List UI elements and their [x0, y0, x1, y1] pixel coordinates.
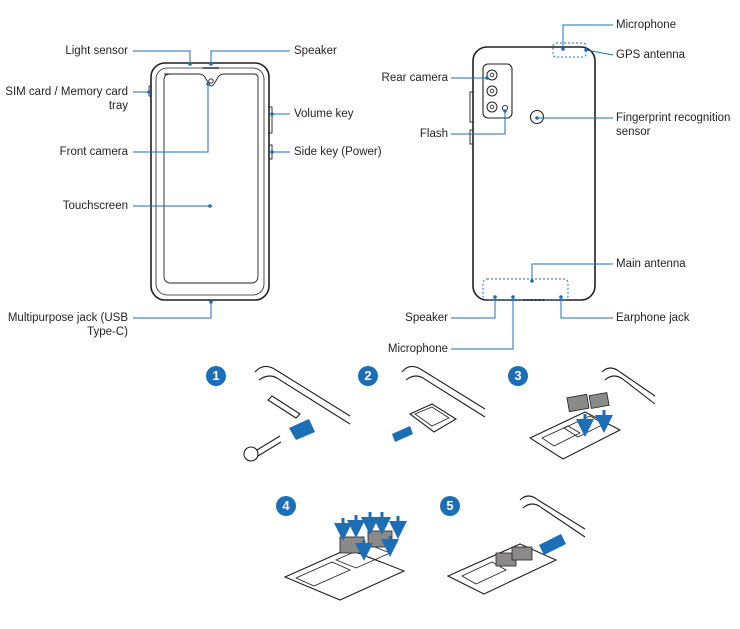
step-badge-4: 4	[276, 496, 296, 516]
front-callout-dots	[147, 62, 274, 304]
label-rear-camera: Rear camera	[381, 72, 448, 84]
label-multipurpose-jack: Multipurpose jack (USB Type-C)	[8, 311, 128, 339]
label-gps-antenna: GPS antenna	[616, 49, 686, 61]
label-sim-tray-line1: SIM card / Memory card	[5, 86, 128, 98]
back-phone	[469, 46, 596, 301]
label-back-speaker: Speaker	[405, 312, 448, 324]
step-badge-2: 2	[358, 366, 378, 386]
label-multipurpose-jack-line1: Multipurpose jack (USB	[7, 312, 128, 324]
step-1-illustration	[243, 365, 351, 462]
step-badge-1: 1	[206, 366, 226, 386]
step-badge-5: 5	[440, 496, 460, 516]
label-touchscreen: Touchscreen	[62, 200, 128, 212]
label-earphone-jack: Earphone jack	[616, 312, 690, 324]
label-sim-tray: SIM card / Memory card tray	[5, 85, 128, 113]
step-badge-3: 3	[508, 366, 528, 386]
label-fingerprint-line1: Fingerprint recognition	[616, 112, 731, 124]
label-fingerprint-line2: sensor	[616, 126, 651, 138]
step-3-illustration	[528, 367, 656, 460]
step-5-illustration	[446, 495, 586, 595]
step-2-illustration	[392, 365, 486, 442]
label-microphone-bottom: Microphone	[387, 343, 448, 355]
label-main-antenna: Main antenna	[616, 258, 686, 270]
label-light-sensor: Light sensor	[65, 45, 128, 57]
back-dotted-regions	[482, 42, 587, 301]
label-multipurpose-jack-line2: Type-C)	[87, 326, 128, 338]
front-callout-lines	[133, 50, 290, 319]
label-fingerprint-sensor: Fingerprint recognition sensor	[616, 111, 730, 139]
label-side-key: Side key (Power)	[294, 146, 382, 158]
back-callout-lines	[451, 24, 614, 350]
label-front-camera: Front camera	[59, 146, 128, 158]
label-front-speaker: Speaker	[294, 45, 337, 57]
front-phone	[148, 62, 273, 301]
label-flash: Flash	[419, 128, 448, 140]
back-callout-dots	[485, 47, 588, 299]
label-microphone-top: Microphone	[616, 19, 677, 31]
label-sim-tray-line2: tray	[108, 100, 128, 112]
label-volume-key: Volume key	[294, 108, 354, 120]
step-4-illustration	[283, 512, 407, 601]
